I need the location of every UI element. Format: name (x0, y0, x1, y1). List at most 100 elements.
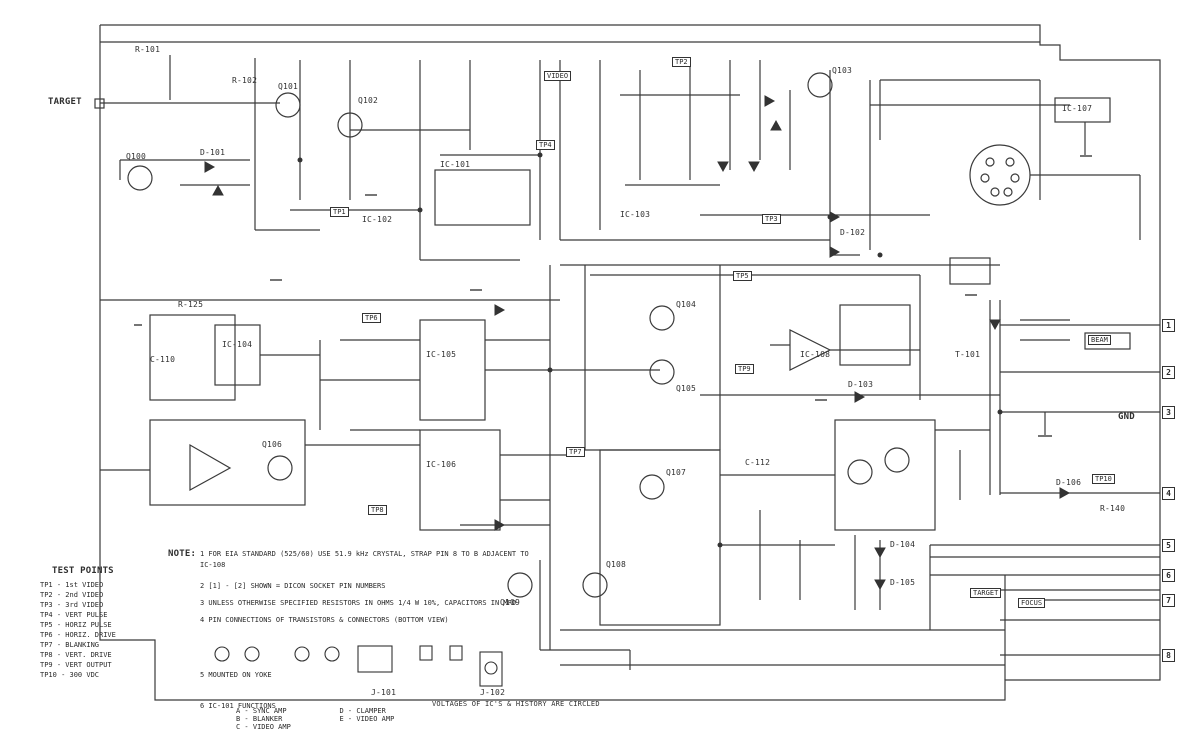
ic102-label: IC-102 (362, 215, 393, 224)
test-point-item: TP7 - BLANKING (40, 641, 100, 649)
terminal-2: 2 (1162, 366, 1175, 379)
test-point-item: TP10 - 300 VDC (40, 671, 100, 679)
terminal-1: 1 (1162, 319, 1175, 332)
d106-label: D-106 (1056, 478, 1082, 487)
ic-function-item: D - CLAMPER (339, 707, 386, 715)
note-item: 5 MOUNTED ON YOKE (200, 671, 272, 679)
note-item: 1 FOR EIA STANDARD (525/60) USE 51.9 kHz… (200, 550, 529, 569)
note-item: 2 [1] - [2] SHOWN = DICON SOCKET PIN NUM… (200, 582, 386, 590)
q100-label: Q100 (126, 152, 147, 161)
d105-label: D-105 (890, 578, 916, 587)
q109-label: Q109 (500, 598, 521, 607)
ic106-label: IC-106 (426, 460, 457, 469)
ic-function-item: A - SYNC AMP (236, 707, 287, 715)
d102-label: D-102 (840, 228, 866, 237)
video-box-label: VIDEO (544, 71, 572, 81)
test-point-item: TP3 - 3rd VIDEO (40, 601, 104, 609)
t101-label: T-101 (955, 350, 981, 359)
test-point-item: TP2 - 2nd VIDEO (40, 591, 104, 599)
target-connector-label: TARGET (48, 97, 82, 107)
test-point-item: TP5 - HORIZ PULSE (40, 621, 112, 629)
d104-label: D-104 (890, 540, 916, 549)
tp9-label: TP9 (735, 364, 754, 374)
ic107-label: IC-107 (1062, 104, 1093, 113)
q103-label: Q103 (832, 66, 853, 75)
test-point-item: TP4 - VERT PULSE (40, 611, 108, 619)
c112-label: C-112 (745, 458, 771, 467)
tp2-label: TP2 (672, 57, 691, 67)
tp3-label: TP3 (762, 214, 781, 224)
terminal-5: 5 (1162, 539, 1175, 552)
note-item: 4 PIN CONNECTIONS OF TRANSISTORS & CONNE… (200, 616, 449, 624)
ic104-label: IC-104 (222, 340, 253, 349)
q105-label: Q105 (676, 384, 697, 393)
note-item: 3 UNLESS OTHERWISE SPECIFIED RESISTORS I… (200, 599, 517, 607)
ic-function-item: B - BLANKER (236, 715, 283, 723)
q104-transistor (649, 305, 675, 331)
q107-label: Q107 (666, 468, 687, 477)
q101-label: Q101 (278, 82, 299, 91)
q106-transistor (267, 455, 293, 481)
crt-socket (969, 144, 1031, 206)
tp1-label: TP1 (330, 207, 349, 217)
tp8-label: TP8 (368, 505, 387, 515)
pinout-sketches (214, 645, 503, 687)
c110-label: C-110 (150, 355, 176, 364)
focus-box-label: FOCUS (1018, 598, 1046, 608)
q106-label: Q106 (262, 440, 283, 449)
d103-label: D-103 (848, 380, 874, 389)
ic101-label: IC-101 (440, 160, 471, 169)
r101-label: R-101 (135, 45, 161, 54)
q103-transistor (807, 72, 833, 98)
ic-functions: A - SYNC AMP B - BLANKER C - VIDEO AMP D… (236, 707, 436, 731)
r140-label: R-140 (1100, 504, 1126, 513)
ic-function-item: C - VIDEO AMP (236, 723, 291, 731)
ic108-label: IC-108 (800, 350, 831, 359)
q102-label: Q102 (358, 96, 379, 105)
q108-label: Q108 (606, 560, 627, 569)
q110-transistor (847, 459, 873, 485)
notes-list: 1 FOR EIA STANDARD (525/60) USE 51.9 kHz… (200, 549, 540, 712)
ic103-label: IC-103 (620, 210, 651, 219)
test-points-list: TP1 - 1st VIDEO TP2 - 2nd VIDEO TP3 - 3r… (40, 580, 116, 680)
q107-transistor (639, 474, 665, 500)
tp6-label: TP6 (362, 313, 381, 323)
tp10-label: TP10 (1092, 474, 1115, 484)
gnd-label: GND (1118, 412, 1135, 422)
test-point-item: TP6 - HORIZ. DRIVE (40, 631, 116, 639)
q104-label: Q104 (676, 300, 697, 309)
q109-transistor (507, 572, 533, 598)
q111-transistor (884, 447, 910, 473)
d101-label: D-101 (200, 148, 226, 157)
beam-label: BEAM (1088, 335, 1111, 345)
notes-title: NOTE: (168, 549, 197, 559)
terminal-4: 4 (1162, 487, 1175, 500)
q100-transistor (127, 165, 153, 191)
test-point-item: TP1 - 1st VIDEO (40, 581, 104, 589)
terminal-6: 6 (1162, 569, 1175, 582)
tp7-label: TP7 (566, 447, 585, 457)
notes-footer: VOLTAGES OF IC'S & HISTORY ARE CIRCLED (432, 700, 600, 708)
target-box-label: TARGET (970, 588, 1002, 598)
test-point-item: TP9 - VERT OUTPUT (40, 661, 112, 669)
tp5-label: TP5 (733, 271, 752, 281)
terminal-8: 8 (1162, 649, 1175, 662)
r102-label: R-102 (232, 76, 258, 85)
test-point-item: TP8 - VERT. DRIVE (40, 651, 112, 659)
q101-transistor (275, 92, 301, 118)
q102-transistor (337, 112, 363, 138)
j102-label: J-102 (480, 688, 506, 697)
test-points-title: TEST POINTS (52, 566, 114, 576)
r125-label: R-125 (178, 300, 204, 309)
terminal-3: 3 (1162, 406, 1175, 419)
q105-transistor (649, 359, 675, 385)
j101-label: J-101 (371, 688, 397, 697)
ic-function-item: E - VIDEO AMP (339, 715, 395, 723)
terminal-7: 7 (1162, 594, 1175, 607)
tp4-label: TP4 (536, 140, 555, 150)
note-item: 6 IC-101 FUNCTIONS (200, 702, 276, 710)
ic105-label: IC-105 (426, 350, 457, 359)
q108-transistor (582, 572, 608, 598)
outer-border (99, 24, 1161, 701)
